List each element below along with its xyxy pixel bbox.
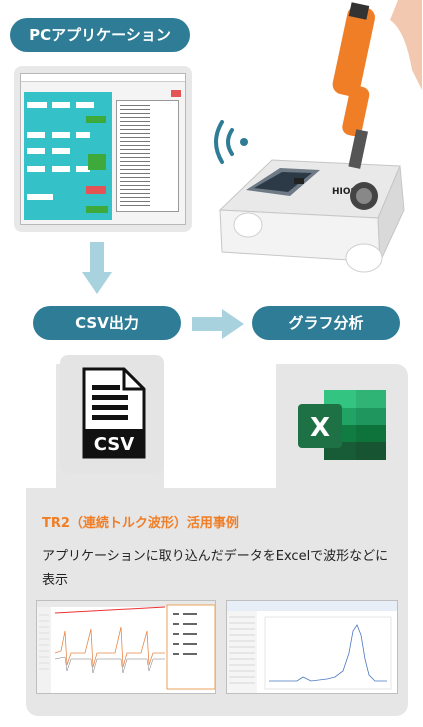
svg-text:X: X	[310, 413, 330, 443]
svg-text:HIOS: HIOS	[332, 187, 357, 197]
pc-app-data-list	[116, 100, 179, 212]
pc-app-window	[20, 73, 186, 225]
pc-application-label: PCアプリケーション	[10, 18, 190, 52]
excel-waveform-screenshot-2	[226, 600, 398, 694]
hand	[390, 0, 422, 90]
csv-output-label: CSV出力	[33, 306, 181, 340]
graph-analysis-label: グラフ分析	[252, 306, 400, 340]
torque-meter-device-illustration: HIOS	[200, 0, 423, 280]
arrow-down-icon	[82, 242, 112, 294]
arrow-right-icon	[192, 309, 244, 339]
pc-app-titlebar	[21, 74, 185, 82]
pc-app-menubar	[21, 82, 185, 89]
excel-waveform-screenshot-1	[36, 600, 216, 694]
torque-meter-body: HIOS	[218, 159, 405, 273]
pc-app-settings-panel	[24, 92, 112, 220]
electric-screwdriver	[332, 2, 375, 169]
wifi-signal-icon	[214, 120, 248, 164]
excel-icon: X	[298, 390, 386, 460]
csv-file-icon-box: CSV	[60, 355, 164, 473]
csv-file-icon: CSV	[82, 367, 146, 459]
svg-text:CSV: CSV	[94, 434, 135, 455]
usage-example-title: TR2（連続トルク波形）活用事例	[42, 516, 239, 531]
excel-icon-box: X	[276, 364, 408, 490]
usage-example-description: アプリケーションに取り込んだデータをExcelで波形などに表示	[42, 549, 389, 588]
